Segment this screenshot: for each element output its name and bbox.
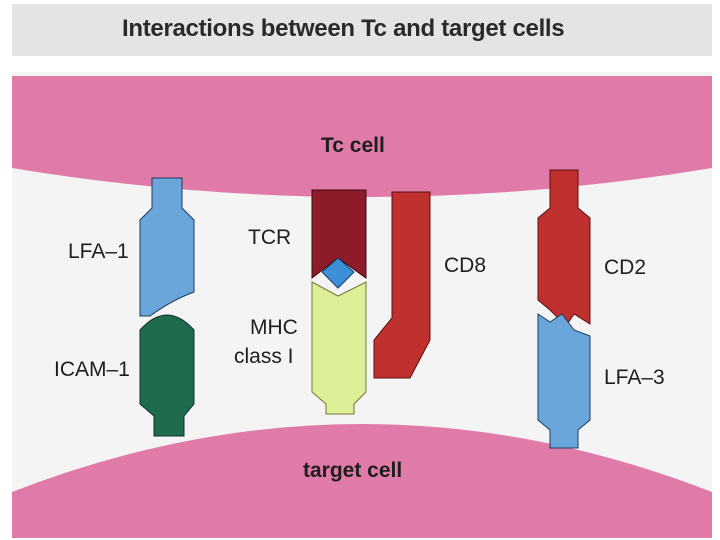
mhc-class-label: class I — [234, 345, 294, 368]
antigen-peptide — [321, 257, 355, 289]
lfa3-label: LFA–3 — [604, 366, 665, 389]
icam1-label: ICAM–1 — [54, 358, 130, 381]
lfa3-molecule — [537, 313, 591, 449]
icam1-molecule — [139, 314, 195, 437]
page-title: Interactions between Tc and target cells — [122, 15, 565, 42]
cd8-molecule — [373, 191, 431, 379]
title-bar: Interactions between Tc and target cells — [12, 4, 712, 56]
cd2-label: CD2 — [604, 256, 646, 279]
target-cell-membrane — [12, 424, 712, 538]
lfa1-label: LFA–1 — [68, 240, 129, 263]
cd8-label: CD8 — [444, 254, 486, 277]
tcr-label: TCR — [248, 226, 291, 249]
tc-cell-membrane — [12, 76, 712, 197]
mhc-class-i-molecule — [311, 281, 367, 415]
lfa1-molecule — [139, 177, 195, 317]
tcr-molecule — [311, 189, 367, 280]
cd2-molecule — [537, 169, 591, 327]
target-cell-label: target cell — [303, 459, 402, 482]
tc-cell-label: Tc cell — [321, 134, 385, 157]
mhc-label: MHC — [250, 316, 298, 339]
